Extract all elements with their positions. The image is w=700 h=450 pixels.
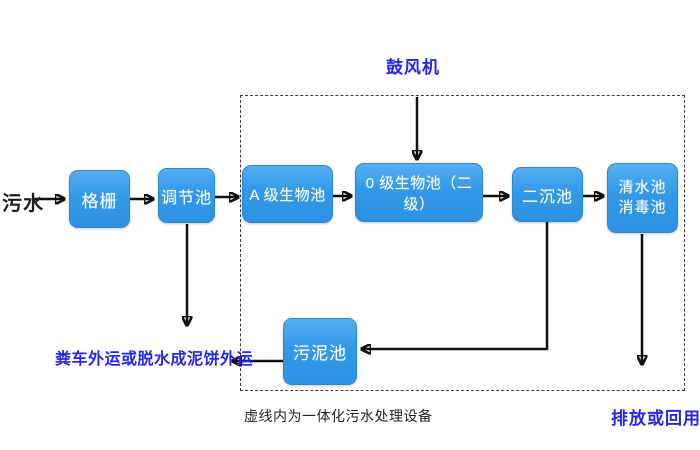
node-o-level-bio-tank-label: 0 级生物池（二级） [365,174,473,213]
node-disinfection-label: 消毒池 [618,199,667,216]
node-a-level-bio-tank-label: A 级生物池 [249,186,326,204]
boundary-caption: 虚线内为一体化污水处理设备 [244,408,433,424]
node-sludge-tank-label: 污泥池 [293,344,347,363]
node-secondary-sedimentation-tank: 二沉池 [512,167,583,222]
node-grid-label: 格栅 [81,191,118,211]
discharge-label: 排放或回用 [611,409,700,428]
sludge-disposal-label: 粪车外运或脱水成泥饼外运 [55,351,254,368]
node-o-level-bio-tank: 0 级生物池（二级） [355,163,483,222]
blower-label: 鼓风机 [386,58,440,77]
node-regulating-tank-label: 调节池 [160,189,212,207]
node-clear-water-label: 清水池 [618,178,667,196]
node-grid: 格栅 [69,170,130,228]
node-sludge-tank: 污泥池 [283,318,357,385]
influent-label: 污水 [2,193,44,215]
node-clear-water-disinfection-tank: 清水池 消毒池 [607,163,678,233]
node-secondary-sedimentation-tank-label: 二沉池 [521,188,573,206]
node-regulating-tank: 调节池 [158,168,215,223]
integrated-equipment-boundary [240,95,685,391]
node-a-level-bio-tank: A 级生物池 [242,165,333,223]
